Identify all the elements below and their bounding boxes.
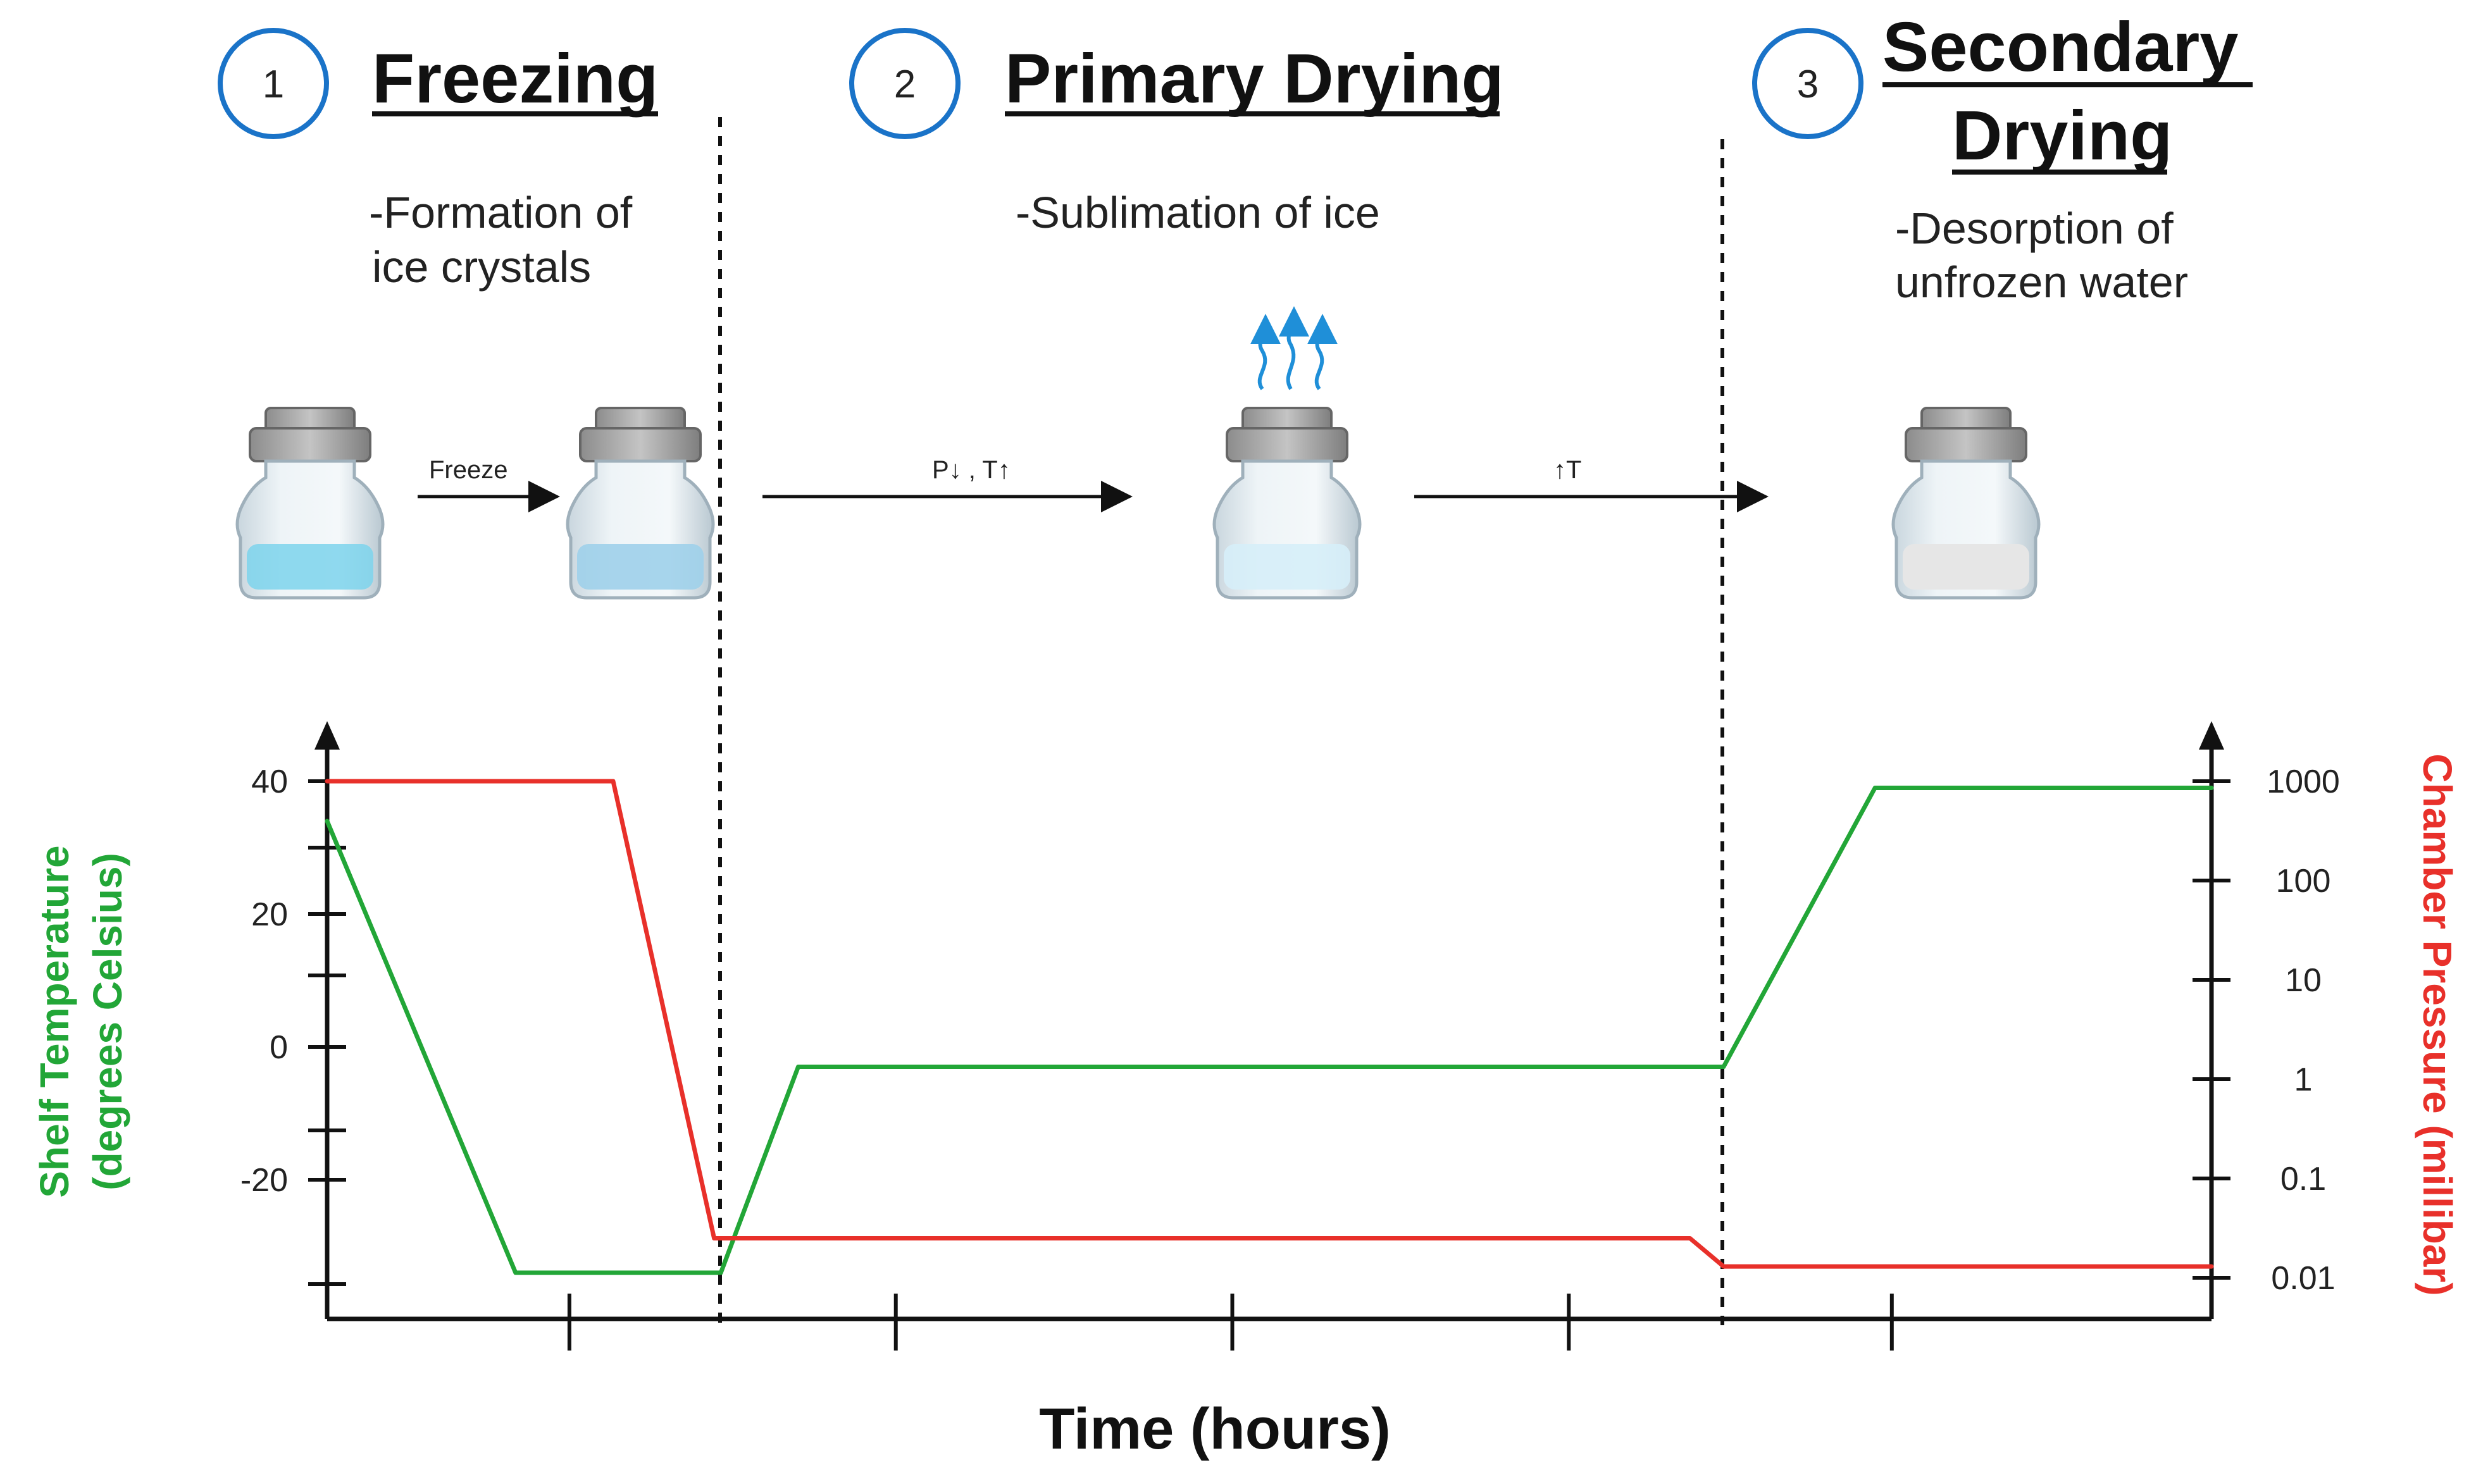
right-tick-label: 1000: [2267, 764, 2340, 800]
stage-1-description-line-1: -Formation of: [369, 188, 633, 237]
process-arrow-primary-label: P↓ , T↑: [932, 456, 1011, 484]
stage-2-number-circle: [849, 28, 961, 139]
drying-profile-chart: 40 20 0 -20 1000 100 10 1 0.1 0.01 Shelf Tempera…: [32, 721, 2460, 1461]
stage-1-title: Freezing: [372, 40, 658, 118]
right-tick-label: 1: [2294, 1061, 2313, 1098]
left-tick-label: 40: [251, 764, 288, 800]
process-arrow-freeze-label: Freeze: [429, 456, 508, 484]
stage-1-number: 1: [263, 63, 284, 106]
process-arrow-secondary: ↑T: [1414, 456, 1769, 512]
right-tick-label: 10: [2285, 962, 2322, 999]
x-axis-ticks: [567, 1294, 1894, 1351]
stage-2-description: -Sublimation of ice: [1016, 188, 1380, 237]
process-arrow-secondary-label: ↑T: [1553, 456, 1581, 484]
left-tick-label: 0: [270, 1029, 288, 1066]
right-y-axis-arrowhead: [2199, 721, 2224, 750]
stage-2-title: Primary Drying: [1005, 40, 1504, 118]
right-tick-label: 0.01: [2271, 1260, 2335, 1297]
right-axis-label: Chamber Pressure (millibar): [2415, 753, 2460, 1295]
stage-3-description-line-1: -Desorption of: [1895, 204, 2174, 253]
process-arrow-freeze: Freeze: [418, 456, 560, 512]
stage-1-number-circle: [218, 28, 329, 139]
vial-dried: [1893, 408, 2039, 598]
left-tick-label: -20: [240, 1162, 288, 1199]
stage-3-title-line-1: Secondary: [1882, 8, 2238, 86]
vial-liquid-contents: [247, 544, 373, 590]
stage-3-description-line-2: unfrozen water: [1895, 257, 2188, 307]
right-axis-ticks: 1000 100 10 1 0.1 0.01: [2193, 764, 2340, 1297]
vapor-arrows-icon: [1250, 306, 1338, 390]
stage-1-description-line-2: ice crystals: [372, 242, 591, 292]
vial-sublimating: [1214, 408, 1360, 598]
left-y-axis-arrowhead: [314, 721, 340, 750]
stage-2-header: 2 Primary Drying -Sublimation of ice: [849, 28, 1504, 237]
stage-3-header: 3 Secondary Drying -Desorption of unfroz…: [1752, 8, 2253, 307]
right-tick-label: 0.1: [2280, 1161, 2326, 1197]
series-layer: [325, 779, 2214, 1275]
stage-3-number: 3: [1797, 63, 1819, 106]
vial-sublimating-contents: [1224, 544, 1350, 590]
vial-dried-contents: [1903, 544, 2029, 590]
stage-3-title-line-2: Drying: [1952, 97, 2172, 175]
chamber-pressure-line: [325, 779, 2214, 1269]
process-arrow-primary: P↓ , T↑: [762, 456, 1133, 512]
shelf-temperature-line: [325, 786, 2214, 1275]
left-axis-label-line-2: (degrees Celsius): [85, 853, 130, 1190]
stage-3-number-circle: [1752, 28, 1863, 139]
left-axis-label-line-1: Shelf Temperature: [32, 845, 77, 1197]
left-tick-label: 20: [251, 896, 288, 933]
vial-frozen: [568, 408, 713, 598]
stage-1-header: 1 Freezing -Formation of ice crystals: [218, 28, 658, 292]
vial-frozen-contents: [577, 544, 704, 590]
stage-2-number: 2: [894, 63, 916, 106]
vial-liquid: [237, 408, 383, 598]
left-axis-ticks: 40 20 0 -20: [240, 764, 346, 1199]
x-axis-label: Time (hours): [1039, 1397, 1390, 1461]
right-tick-label: 100: [2276, 863, 2331, 900]
